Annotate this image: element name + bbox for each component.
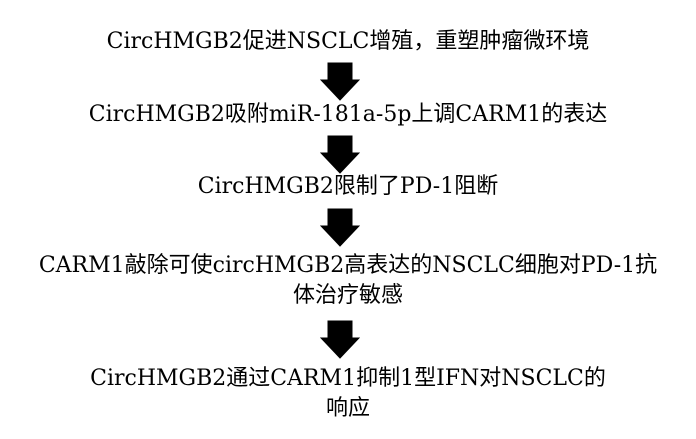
down-arrow-icon xyxy=(320,62,360,102)
down-arrow-icon xyxy=(320,320,360,360)
step-1-text: CircHMGB2促进NSCLC增殖，重塑肿瘤微环境 xyxy=(106,29,590,54)
down-arrow-icon xyxy=(320,208,360,248)
step-5-text-line-2: 响应 xyxy=(325,396,370,421)
step-2: CircHMGB2吸附miR-181a-5p上调CARM1的表达 xyxy=(0,100,696,130)
step-2-text: CircHMGB2吸附miR-181a-5p上调CARM1的表达 xyxy=(88,102,608,127)
step-3-text: CircHMGB2限制了PD-1阻断 xyxy=(197,174,499,199)
step-5: CircHMGB2通过CARM1抑制1型IFN对NSCLC的 响应 xyxy=(0,364,696,424)
step-4: CARM1敲除可使circHMGB2高表达的NSCLC细胞对PD-1抗 体治疗敏… xyxy=(0,251,696,311)
step-3: CircHMGB2限制了PD-1阻断 xyxy=(0,172,696,202)
step-4-text-line-2: 体治疗敏感 xyxy=(292,283,403,308)
down-arrow-icon xyxy=(320,135,360,175)
step-5-text-line-1: CircHMGB2通过CARM1抑制1型IFN对NSCLC的 xyxy=(90,366,606,391)
step-4-text-line-1: CARM1敲除可使circHMGB2高表达的NSCLC细胞对PD-1抗 xyxy=(38,253,658,278)
step-1: CircHMGB2促进NSCLC增殖，重塑肿瘤微环境 xyxy=(0,27,696,57)
